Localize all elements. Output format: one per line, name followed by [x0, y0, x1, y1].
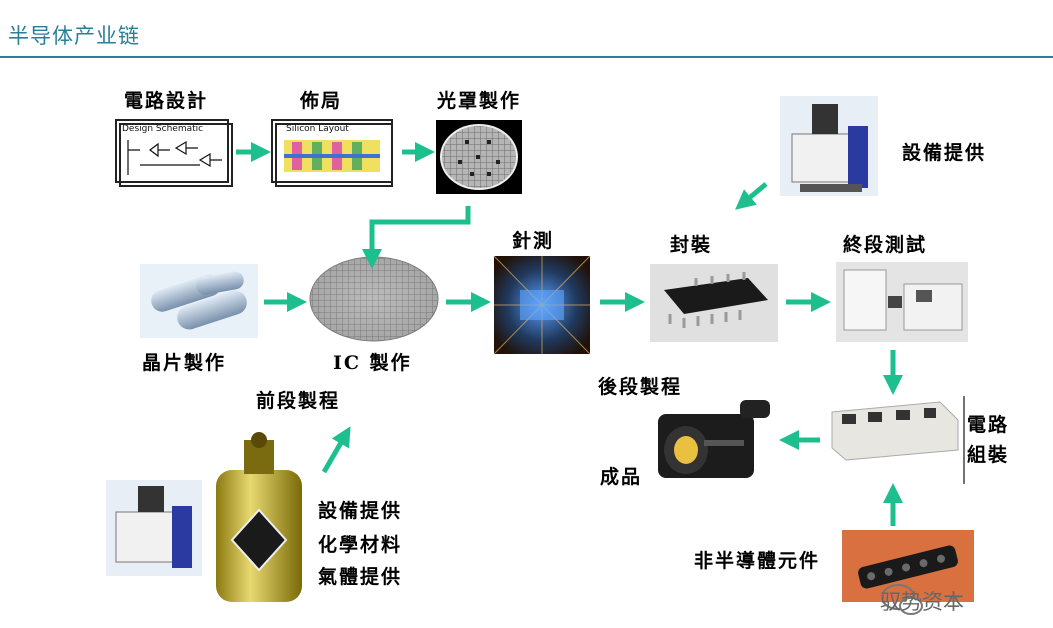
page-title: 半导体产业链 [8, 24, 140, 48]
label-layout: 佈局 [300, 90, 343, 112]
label-final-test: 終段測試 [843, 234, 928, 256]
inset-design-schematic-text: Design Schematic [122, 124, 204, 134]
label-chemicals: 化學材料 [318, 534, 403, 556]
ic-wafer-image [309, 256, 439, 342]
wechat-icon [881, 584, 923, 615]
label-equipment-top: 設備提供 [902, 142, 987, 164]
probe-test-image [493, 255, 591, 355]
design-schematic-image [115, 119, 233, 187]
gas-cylinder-image [216, 432, 302, 602]
label-wafer-making: 晶片製作 [142, 352, 227, 374]
package-chip-image [650, 264, 778, 342]
photomask-image [436, 120, 522, 194]
equipment-image-bottom [106, 480, 202, 576]
equipment-image-top [780, 96, 878, 196]
non-semiconductor-component-image [842, 530, 974, 602]
label-circuit-design: 電路設計 [124, 90, 209, 112]
label-circuit-assembly-line1: 電路 [967, 414, 1010, 436]
arrow-materials-to-frontend [321, 426, 351, 474]
circuit-assembly-machine-image [831, 396, 965, 484]
label-back-end: 後段製程 [598, 376, 683, 398]
label-product: 成品 [600, 466, 643, 488]
arrow-mask-to-ic [362, 206, 471, 269]
label-equipment-bottom: 設備提供 [318, 500, 403, 522]
label-gas: 氣體提供 [318, 566, 403, 588]
silicon-layout-image [271, 119, 393, 187]
label-probe-test: 針測 [512, 230, 555, 252]
title-underline [0, 56, 1053, 58]
label-package: 封裝 [670, 234, 713, 256]
inset-silicon-layout-text: Silicon Layout [286, 124, 349, 134]
arrow-equipment-to-package [735, 182, 768, 210]
camcorder-product-image [658, 400, 770, 478]
silicon-ingot-image [140, 264, 258, 338]
label-mask-making: 光罩製作 [437, 90, 522, 112]
label-front-end: 前段製程 [256, 390, 341, 412]
final-test-equipment-image [836, 262, 968, 342]
label-ic-making: IC 製作 [333, 352, 412, 374]
watermark: 驭势资本 [880, 590, 964, 614]
label-non-semiconductor: 非半導體元件 [694, 550, 821, 572]
label-circuit-assembly-line2: 組裝 [967, 444, 1010, 466]
